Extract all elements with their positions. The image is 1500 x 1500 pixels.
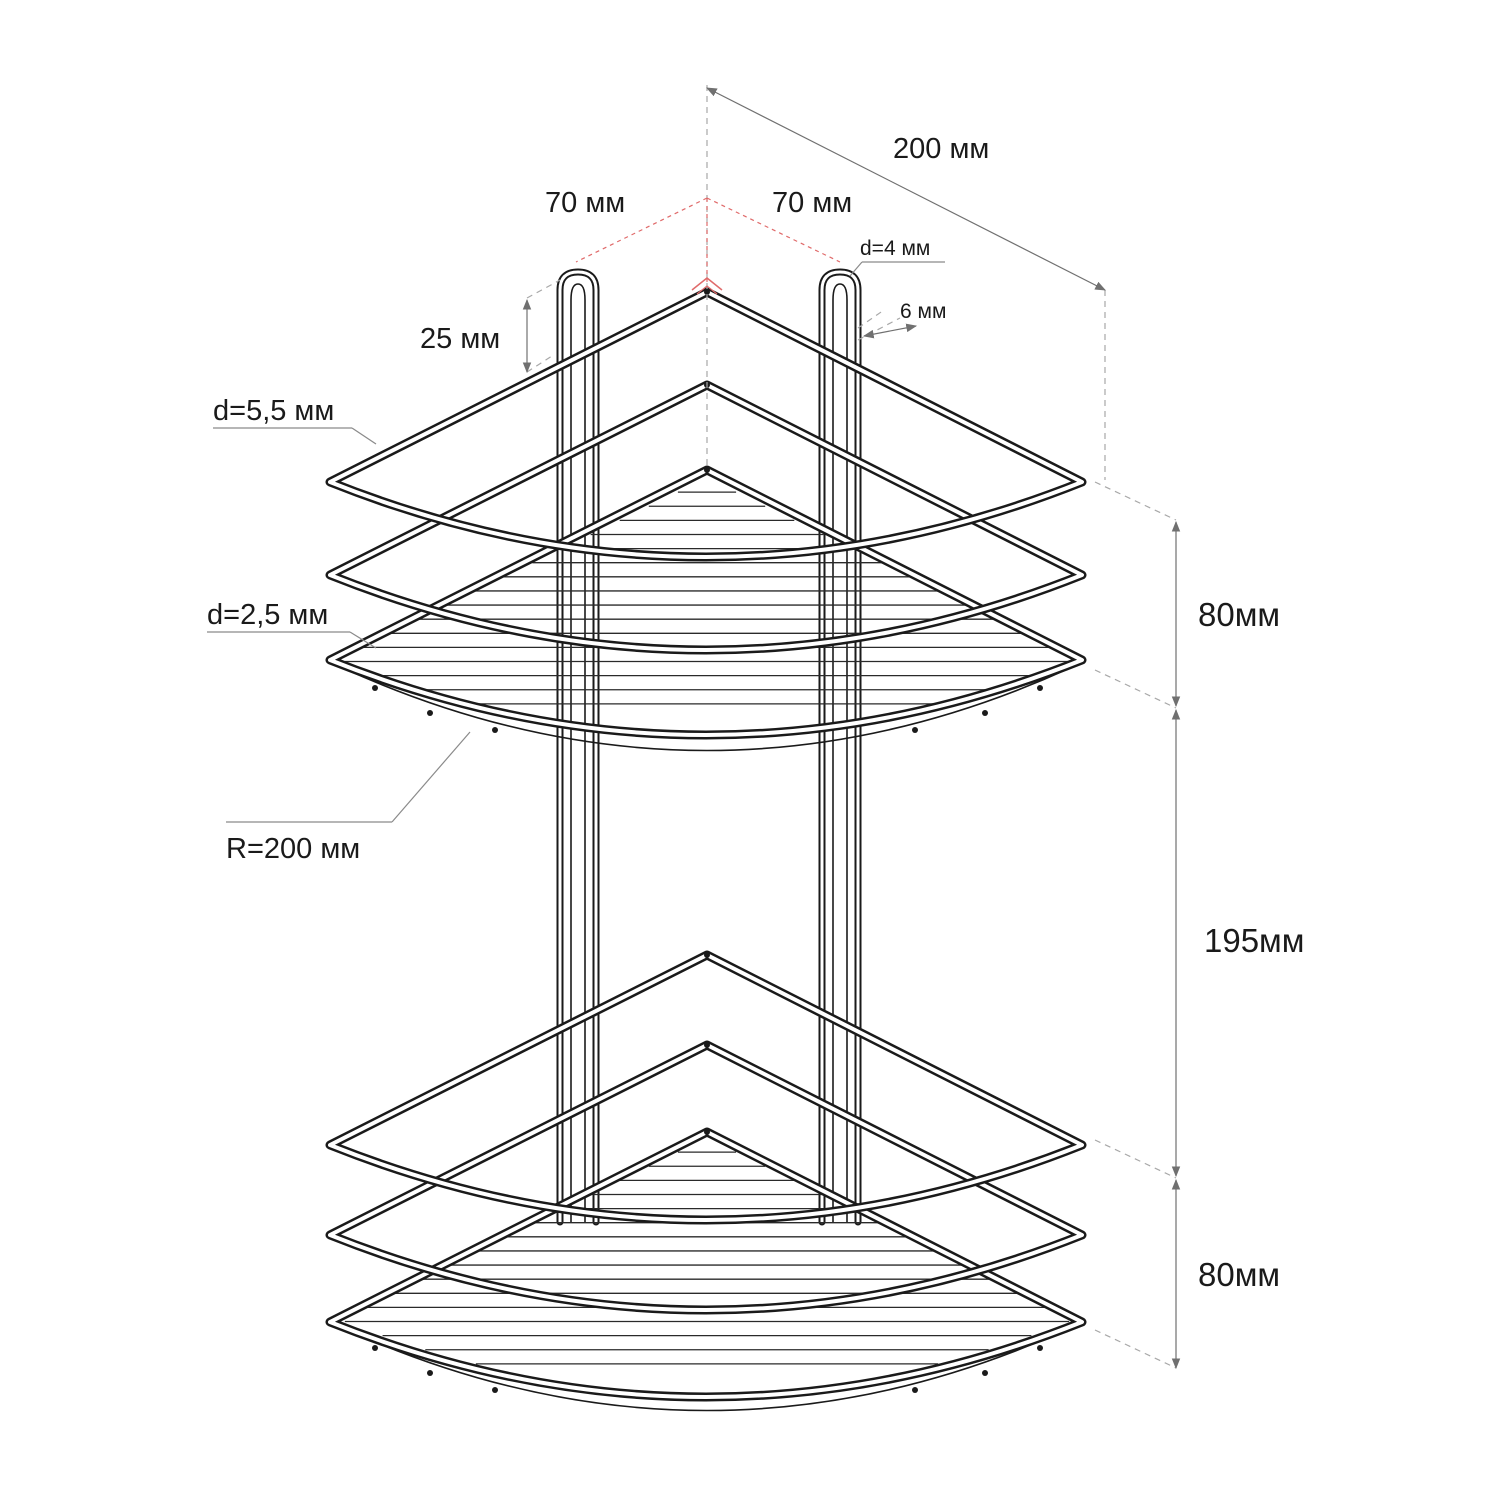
label-slat-wire: d=2,5 мм <box>207 599 328 631</box>
label-bottom-shelf-height: 80мм <box>1198 1256 1280 1293</box>
callout-slat-wire: d=2,5 мм <box>207 599 377 649</box>
bottom-shelf-rim-upper <box>325 950 1087 1225</box>
callout-radius: R=200 мм <box>226 731 471 865</box>
dimension-vertical-right: 80мм 195мм 80мм <box>1094 481 1304 1370</box>
bottom-shelf-rims <box>325 950 1087 1402</box>
bottom-shelf-rim-lower <box>325 1127 1087 1402</box>
top-shelf-slats <box>342 491 1071 752</box>
dimension-hook: d=4 мм 6 мм <box>849 237 946 341</box>
dimension-200mm: 200 мм <box>706 85 1106 480</box>
bottom-shelf-base-slats <box>342 1151 1071 1412</box>
top-shelf-rim-upper <box>325 287 1087 562</box>
dimension-25mm: 25 мм <box>420 279 561 374</box>
callout-rim-wire: d=5,5 мм <box>213 395 377 445</box>
label-side-right: 70 мм <box>772 187 852 219</box>
bottom-shelf-rim-middle <box>325 1040 1087 1315</box>
top-shelf-base-slats <box>342 491 1071 752</box>
label-hook-gap: 6 мм <box>900 300 946 323</box>
label-rim-wire: d=5,5 мм <box>213 395 334 427</box>
bottom-shelf-slats <box>342 1151 1071 1412</box>
dimension-70mm-sides: 70 мм 70 мм <box>545 187 852 295</box>
label-hook-height: 25 мм <box>420 323 500 355</box>
label-between-shelves: 195мм <box>1204 922 1304 959</box>
label-top-shelf-height: 80мм <box>1198 596 1280 633</box>
wall-posts <box>556 268 862 1226</box>
label-total-depth: 200 мм <box>893 133 989 165</box>
label-radius: R=200 мм <box>226 833 360 865</box>
top-shelf-rim-lower <box>325 465 1087 740</box>
bottom-shelf <box>325 950 1087 1412</box>
label-hook-wire: d=4 мм <box>860 237 930 260</box>
label-side-left: 70 мм <box>545 187 625 219</box>
top-shelf <box>325 287 1087 752</box>
top-shelf-rims <box>325 287 1087 740</box>
